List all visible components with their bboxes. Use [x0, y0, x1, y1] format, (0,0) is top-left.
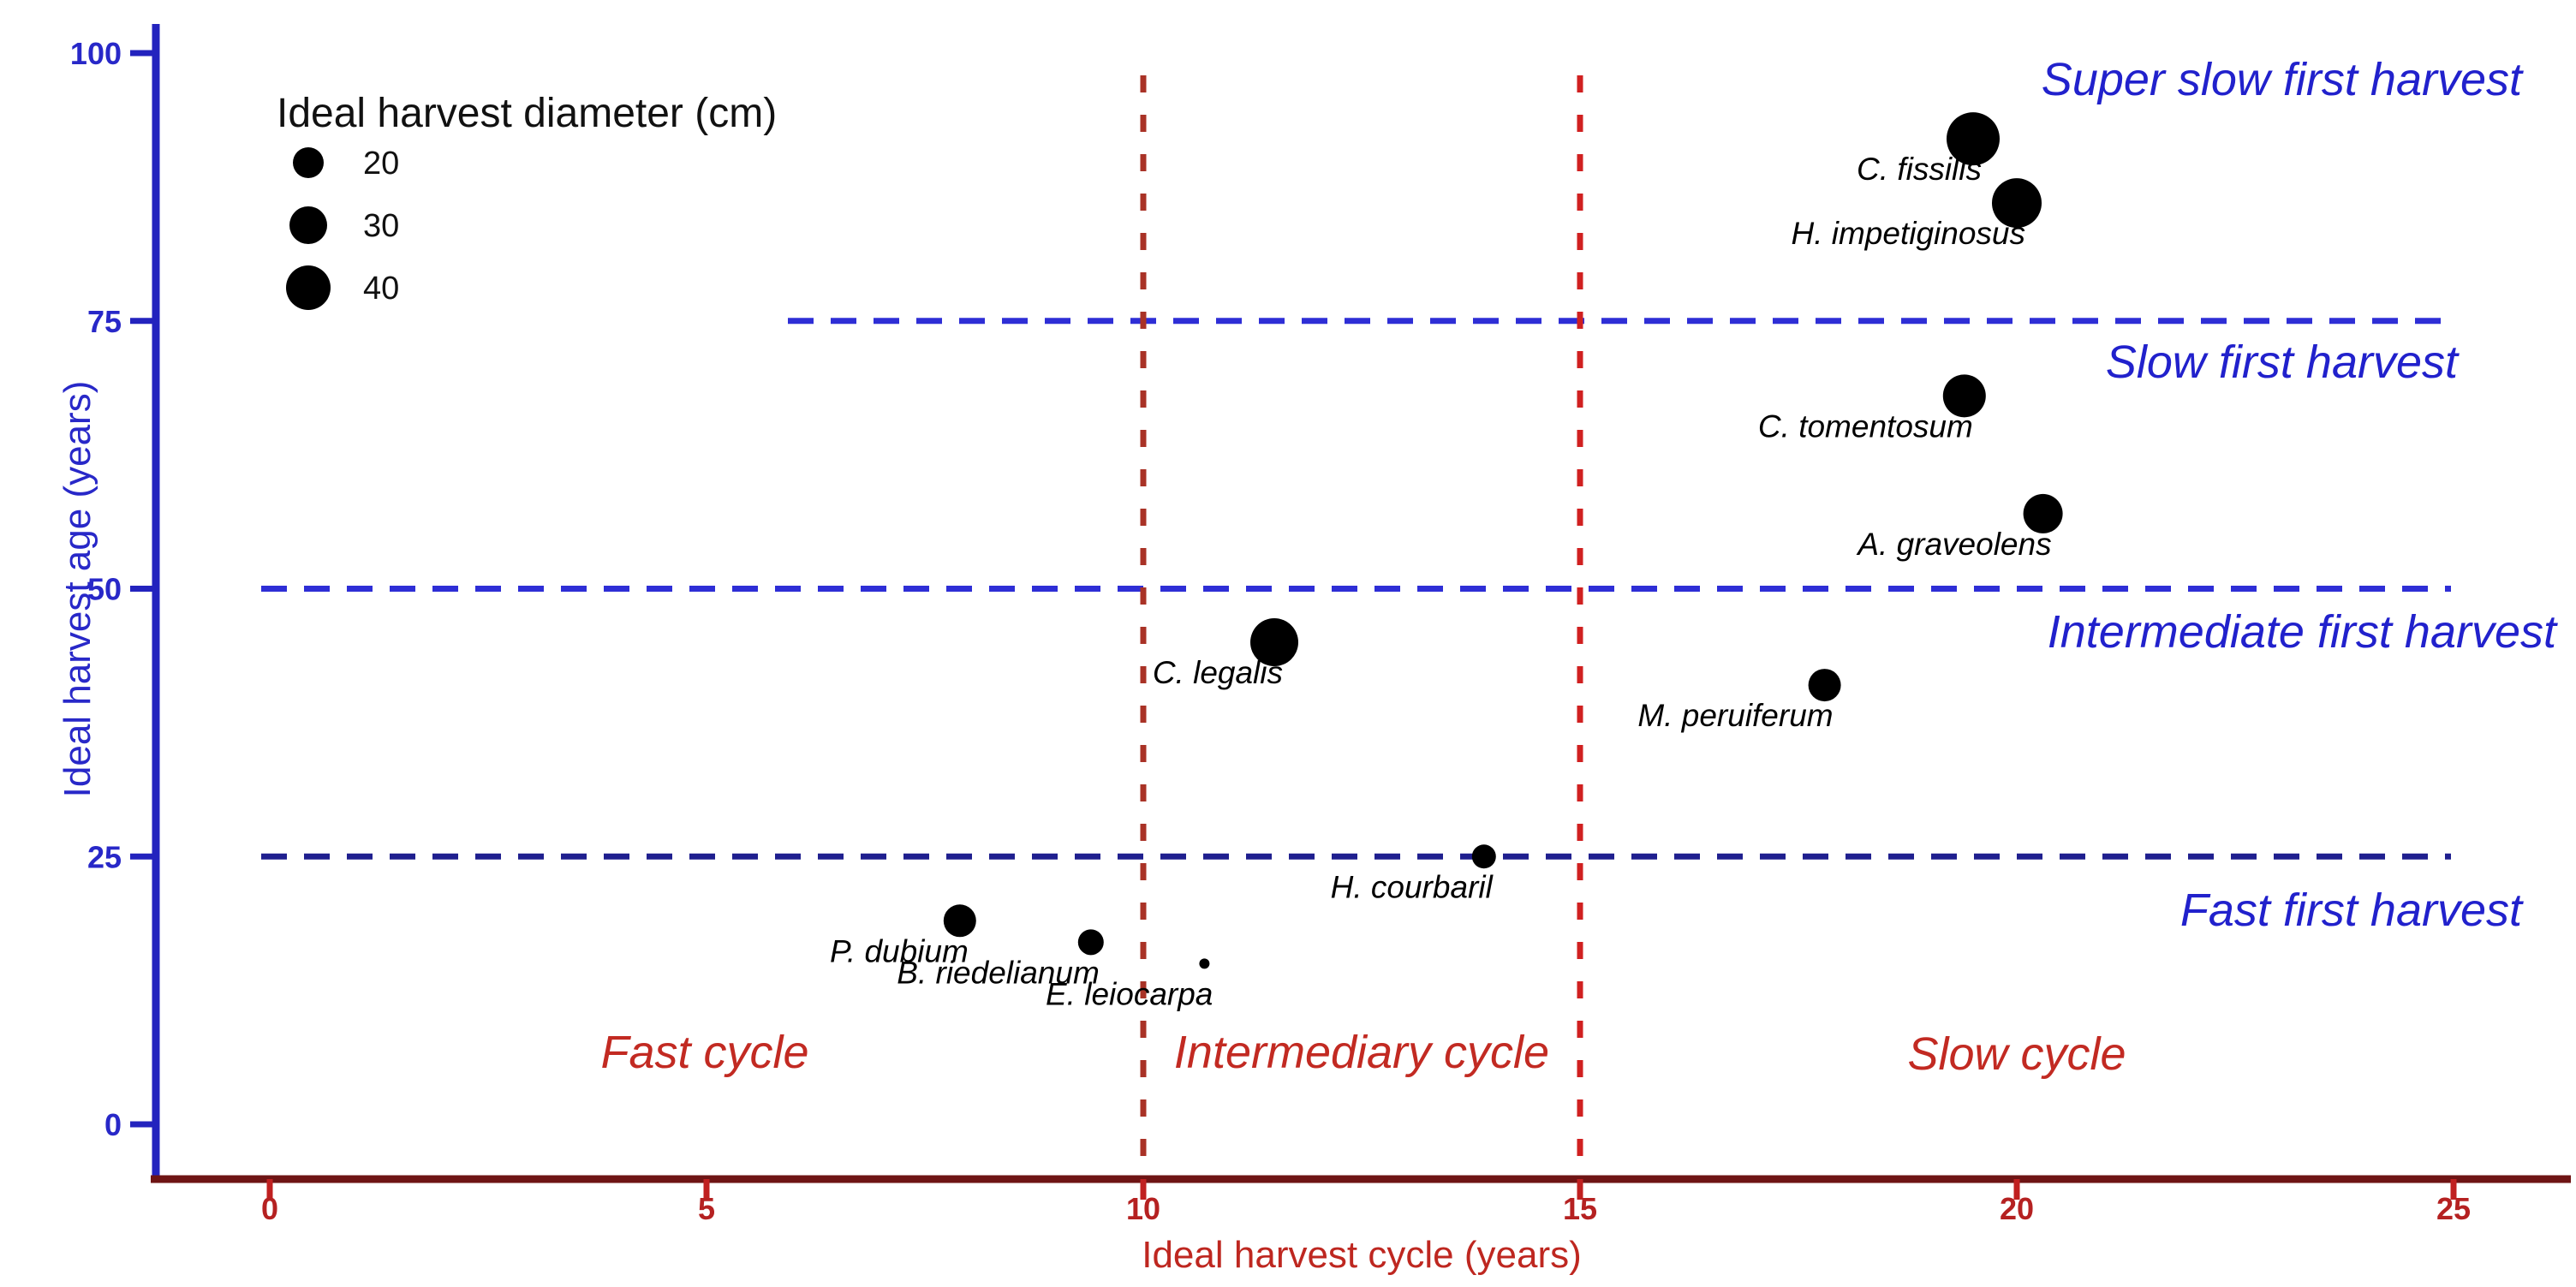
x-tick-label-25: 25 [2436, 1191, 2471, 1226]
data-point-p-dubium [943, 904, 976, 938]
species-label-e-leiocarpa: E. leiocarpa [1046, 976, 1213, 1011]
legend-label-20: 20 [363, 146, 399, 182]
x-axis-title: Ideal harvest cycle (years) [1142, 1234, 1582, 1276]
data-point-m-peruiferum [1808, 669, 1841, 702]
species-label-c-tomentosum: C. tomentosum [1758, 408, 1973, 444]
legend-bubble-20 [293, 147, 324, 178]
y-tick-label-50: 50 [87, 572, 122, 607]
legend-bubble-40 [286, 265, 331, 310]
data-point-e-leiocarpa [1199, 958, 1210, 969]
x-tick-label-0: 0 [261, 1191, 278, 1226]
zone-label-fast-first-harvest: Fast first harvest [2180, 885, 2524, 936]
species-label-p-dubium: P. dubium [830, 933, 969, 968]
data-point-c-fissilis [1947, 112, 2000, 166]
legend-label-30: 30 [363, 208, 399, 244]
y-tick-label-100: 100 [70, 36, 122, 71]
species-label-b-riedelianum: B. riedelianum [897, 955, 1100, 990]
species-label-m-peruiferum: M. peruiferum [1637, 698, 1833, 733]
data-point-b-riedelianum [1077, 929, 1104, 956]
zone-label-super-slow-first-harvest: Super slow first harvest [2042, 54, 2524, 105]
species-label-c-legalis: C. legalis [1153, 655, 1283, 690]
cycle-label-intermediary-cycle: Intermediary cycle [1174, 1027, 1549, 1078]
legend-title: Ideal harvest diameter (cm) [277, 91, 777, 136]
data-point-c-tomentosum [1942, 374, 1986, 418]
data-point-h-courbaril [1471, 844, 1496, 869]
species-label-h-impetiginosus: H. impetiginosus [1791, 216, 2025, 251]
x-tick-label-20: 20 [2000, 1191, 2034, 1226]
species-label-a-graveolens: A. graveolens [1856, 527, 2051, 562]
x-tick-label-15: 15 [1563, 1191, 1597, 1226]
y-tick-label-75: 75 [87, 304, 122, 339]
x-tick-label-10: 10 [1126, 1191, 1160, 1226]
cycle-label-fast-cycle: Fast cycle [600, 1027, 808, 1078]
data-point-a-graveolens [2023, 493, 2063, 533]
y-tick-label-25: 25 [87, 839, 122, 874]
data-point-c-legalis [1250, 618, 1298, 667]
zone-label-slow-first-harvest: Slow first harvest [2106, 337, 2460, 388]
y-tick-label-0: 0 [104, 1107, 122, 1142]
species-label-h-courbaril: H. courbaril [1331, 869, 1494, 904]
legend-label-40: 40 [363, 271, 399, 307]
zone-label-intermediate-first-harvest: Intermediate first harvest [2048, 606, 2558, 658]
data-point-h-impetiginosus [1992, 178, 2042, 229]
legend-bubble-30 [289, 206, 327, 244]
cycle-label-slow-cycle: Slow cycle [1907, 1028, 2126, 1080]
species-label-c-fissilis: C. fissilis [1857, 152, 1982, 187]
x-tick-label-5: 5 [698, 1191, 715, 1226]
y-axis-title: Ideal harvest age (years) [57, 381, 98, 798]
